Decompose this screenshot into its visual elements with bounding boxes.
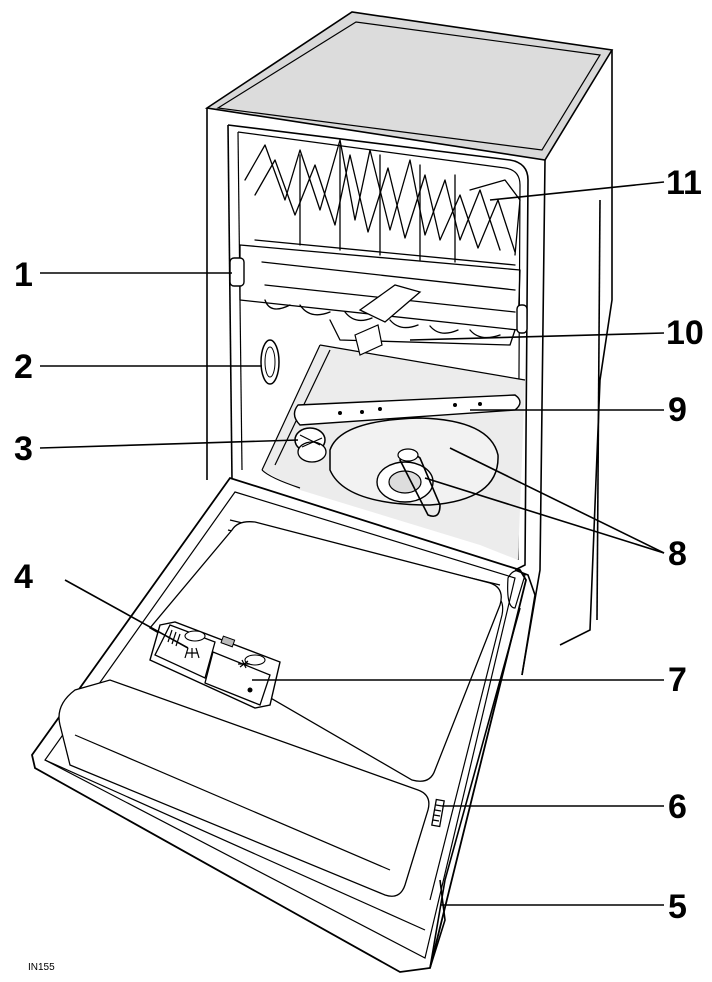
leader-line-10 <box>409 332 665 341</box>
callout-3: 3 <box>14 430 33 468</box>
leader-line-8b <box>424 477 665 554</box>
dispenser-panel <box>149 621 281 709</box>
callout-11: 11 <box>666 164 702 202</box>
leader-line-4 <box>64 579 189 649</box>
leader-line-8a <box>449 447 665 554</box>
air-vent <box>260 339 280 385</box>
leader-line-3 <box>39 439 299 449</box>
callout-2: 2 <box>14 348 33 386</box>
callout-1: 1 <box>14 256 33 294</box>
callout-6: 6 <box>668 788 687 826</box>
leader-line-11 <box>489 181 665 201</box>
cabinet-body <box>204 11 614 676</box>
callout-5: 5 <box>668 888 687 926</box>
filter-assembly <box>329 417 499 518</box>
salt-container <box>294 427 327 463</box>
callout-7: 7 <box>668 661 687 699</box>
callout-4: 4 <box>14 558 33 596</box>
callout-10: 10 <box>666 314 704 352</box>
leader-lines <box>39 181 665 906</box>
upper-basket <box>229 139 528 346</box>
callout-8: 8 <box>668 535 687 573</box>
callout-9: 9 <box>668 391 687 429</box>
door <box>31 476 536 973</box>
figure-code: IN155 <box>28 962 55 973</box>
upper-spray-arm <box>354 284 422 356</box>
